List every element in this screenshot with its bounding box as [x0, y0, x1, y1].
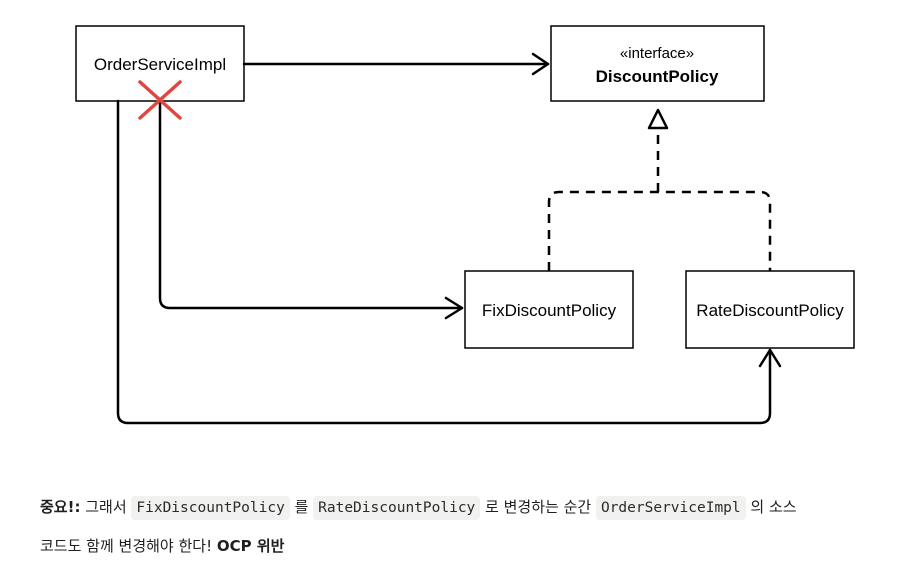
- fix-discount-policy-box: FixDiscountPolicy: [464, 270, 634, 349]
- discount-policy-box: «interface» DiscountPolicy: [550, 25, 765, 102]
- code-rate-discount-policy: RateDiscountPolicy: [313, 496, 481, 520]
- caption-line-1: 중요!: 그래서 FixDiscountPolicy 를 RateDiscoun…: [40, 488, 890, 527]
- order-service-impl-label: OrderServiceImpl: [94, 55, 226, 74]
- realization-arrowhead: [647, 108, 669, 130]
- fix-discount-policy-label: FixDiscountPolicy: [482, 301, 617, 320]
- dependency-arrow-to-fix: [158, 99, 464, 320]
- class-diagram: OrderServiceImpl «interface» DiscountPol…: [75, 25, 855, 425]
- rate-discount-policy-label: RateDiscountPolicy: [696, 301, 844, 320]
- order-service-impl-box: OrderServiceImpl: [75, 25, 245, 102]
- interface-stereotype: «interface»: [620, 45, 694, 62]
- dependency-arrow-to-interface: [242, 52, 550, 76]
- code-order-service-impl: OrderServiceImpl: [595, 496, 746, 520]
- caption-text-4: 의 소스: [745, 498, 797, 516]
- caption-text-3: 로 변경하는 순간: [480, 498, 596, 516]
- caption-text-1: 그래서: [80, 498, 132, 516]
- important-label: 중요!:: [40, 498, 81, 516]
- caption-text-2: 를: [289, 498, 314, 516]
- ocp-violation-label: OCP 위반: [216, 537, 285, 555]
- caption-line-2: 코드도 함께 변경해야 한다! OCP 위반: [40, 527, 890, 565]
- caption: 중요!: 그래서 FixDiscountPolicy 를 RateDiscoun…: [40, 488, 890, 565]
- cross-mark-icon: [138, 80, 182, 120]
- rate-discount-policy-box: RateDiscountPolicy: [685, 270, 855, 349]
- caption-text-5: 코드도 함께 변경해야 한다!: [40, 537, 217, 555]
- discount-policy-label: DiscountPolicy: [596, 67, 719, 86]
- realization-lines: [547, 128, 772, 271]
- dependency-arrow-to-rate: [116, 99, 782, 425]
- code-fix-discount-policy: FixDiscountPolicy: [131, 496, 290, 520]
